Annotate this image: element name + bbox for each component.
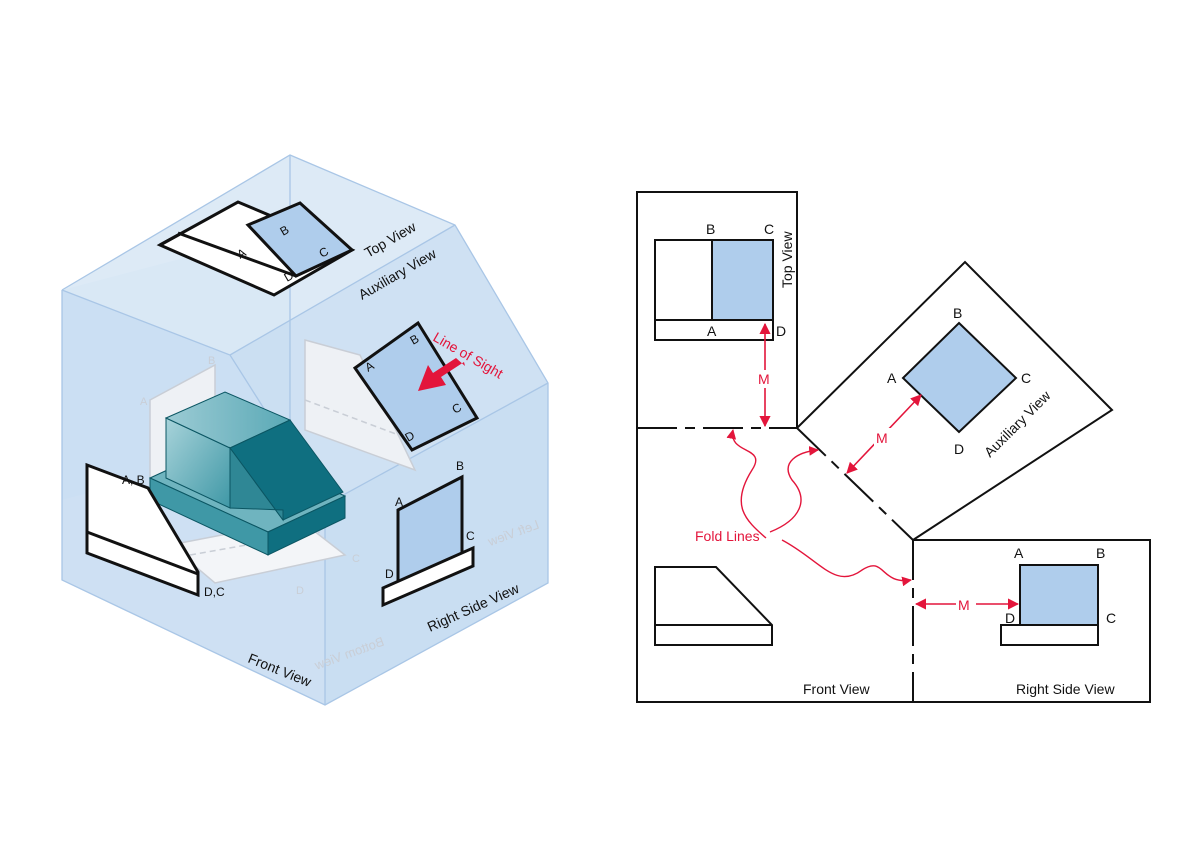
fold-leader-aux (769, 446, 819, 533)
dimension-m-aux-bg (874, 428, 892, 446)
frame-outline-left (636, 191, 913, 703)
fold-leader-right (781, 539, 912, 587)
left-top-view-inclined-face (245, 201, 355, 278)
left-right-side-view (381, 474, 475, 608)
teal-object (148, 391, 347, 556)
teal-block-side-front (229, 446, 284, 522)
left-top-view (156, 200, 356, 297)
right-side-point-b: B (1096, 545, 1105, 561)
dimension-m-right-label: M (958, 597, 970, 613)
ghost-aux-line (304, 399, 413, 441)
left-front-point-dc: D,C (204, 585, 225, 599)
left-right-point-d: D (385, 567, 394, 581)
glass-box (61, 154, 549, 706)
left-top-view-edge (159, 232, 181, 247)
right-top-point-d: D (776, 323, 786, 339)
frame-outline-right (913, 539, 1151, 703)
right-front-view-outline (654, 566, 773, 646)
glass-box-edge (61, 154, 549, 706)
right-front-view-label: Front View (803, 681, 871, 697)
right-aux-point-c: C (1021, 370, 1031, 386)
right-top-point-b: B (706, 221, 715, 237)
right-top-view-label: Top View (779, 231, 795, 288)
left-right-view-base (381, 545, 475, 608)
teal-base-side (267, 495, 346, 556)
right-side-view-base (1000, 624, 1099, 646)
left-front-view-base-line (86, 530, 199, 576)
right-side-view-face (1019, 564, 1099, 626)
left-aux-view-face (352, 320, 480, 452)
ghost-point-c: C (352, 553, 360, 565)
fold-line-front-aux (796, 427, 914, 541)
right-front-view (654, 566, 773, 646)
left-right-point-c: C (466, 529, 475, 543)
right-top-point-c: C (764, 221, 774, 237)
dimension-m-right-bg (956, 596, 976, 612)
right-side-point-d: D (1005, 610, 1015, 626)
right-aux-point-d: D (954, 441, 964, 457)
right-side-point-a: A (1014, 545, 1024, 561)
unfolded-frame (636, 191, 1151, 703)
left-front-point-ab: A, B (122, 473, 145, 487)
right-top-point-a: A (707, 323, 717, 339)
fold-line-leaders (726, 429, 912, 587)
left-right-point-a: A (395, 495, 403, 509)
dimension-m-aux-label: M (876, 430, 888, 446)
fold-lines (637, 427, 914, 702)
line-of-sight-arrow (418, 358, 465, 391)
ghost-point-a: A (140, 396, 148, 408)
left-front-view (85, 462, 200, 598)
right-aux-point-b: B (953, 305, 962, 321)
dimension-m-top-label: M (758, 371, 770, 387)
right-side-view (1000, 564, 1099, 646)
dimension-m-top-bg (755, 370, 775, 388)
right-side-view-label: Right Side View (1016, 681, 1115, 697)
right-top-view-inclined-face (711, 239, 774, 321)
right-aux-view-face (901, 321, 1018, 434)
ghost-point-d: D (296, 585, 304, 597)
ghost-point-b: B (208, 355, 215, 367)
fold-lines-label: Fold Lines (695, 528, 760, 544)
right-aux-point-a: A (887, 370, 897, 386)
left-right-point-b: B (456, 459, 464, 473)
right-top-view (654, 239, 774, 341)
ghost-point-labels: B A C D (140, 355, 360, 597)
right-side-point-c: C (1106, 610, 1116, 626)
left-top-view-inner-edge (177, 231, 297, 278)
fold-leader-top (726, 429, 767, 539)
left-auxiliary-view (352, 320, 480, 452)
frame-outline-aux (796, 260, 1114, 541)
glass-box-edge (229, 224, 456, 356)
